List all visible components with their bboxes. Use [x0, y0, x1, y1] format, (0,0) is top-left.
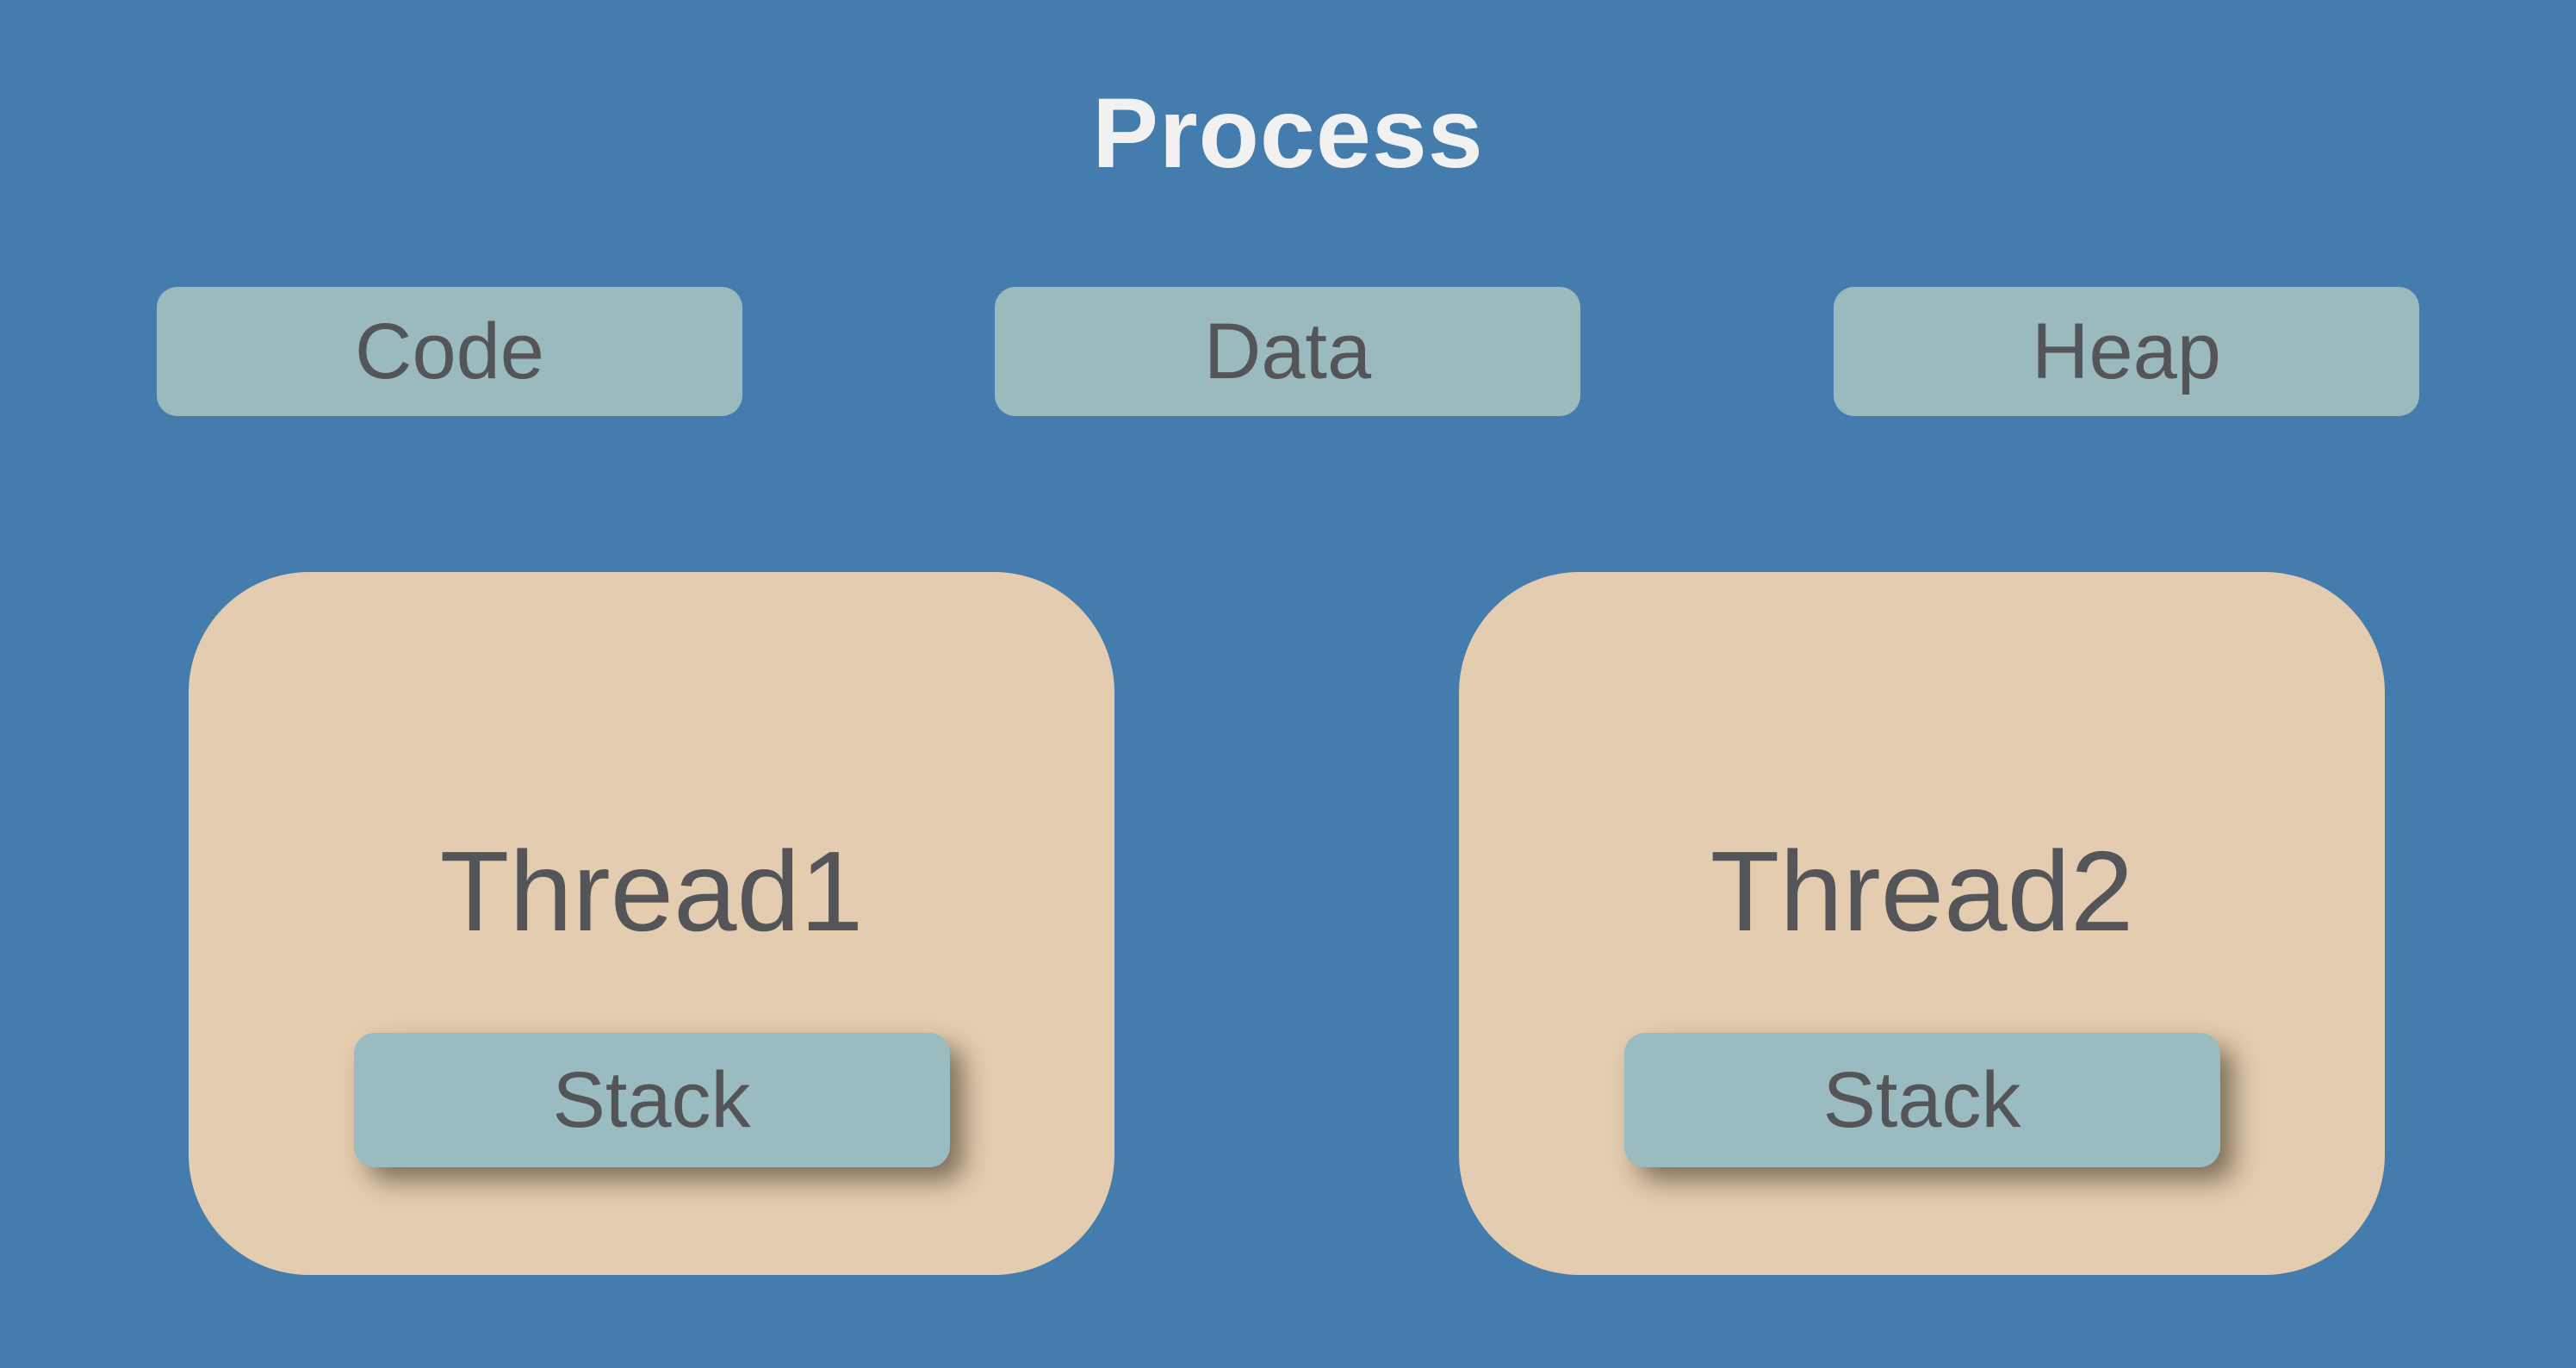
thread2-label: Thread2	[1710, 828, 2134, 954]
code-segment-box: Code	[157, 287, 742, 416]
process-title: Process	[1092, 78, 1484, 189]
thread2-stack-box: Stack	[1623, 1033, 2220, 1167]
data-segment-label: Data	[1203, 307, 1372, 395]
thread1-card: Thread1 Stack	[189, 572, 1114, 1275]
data-segment-box: Data	[995, 287, 1580, 416]
thread1-label: Thread1	[439, 828, 864, 954]
heap-segment-label: Heap	[2032, 307, 2221, 395]
thread2-stack-label: Stack	[1822, 1055, 2021, 1144]
code-segment-label: Code	[355, 307, 544, 395]
thread2-card: Thread2 Stack	[1459, 572, 2385, 1275]
thread1-stack-box: Stack	[353, 1033, 950, 1167]
thread1-stack-label: Stack	[552, 1055, 751, 1144]
heap-segment-box: Heap	[1834, 287, 2419, 416]
